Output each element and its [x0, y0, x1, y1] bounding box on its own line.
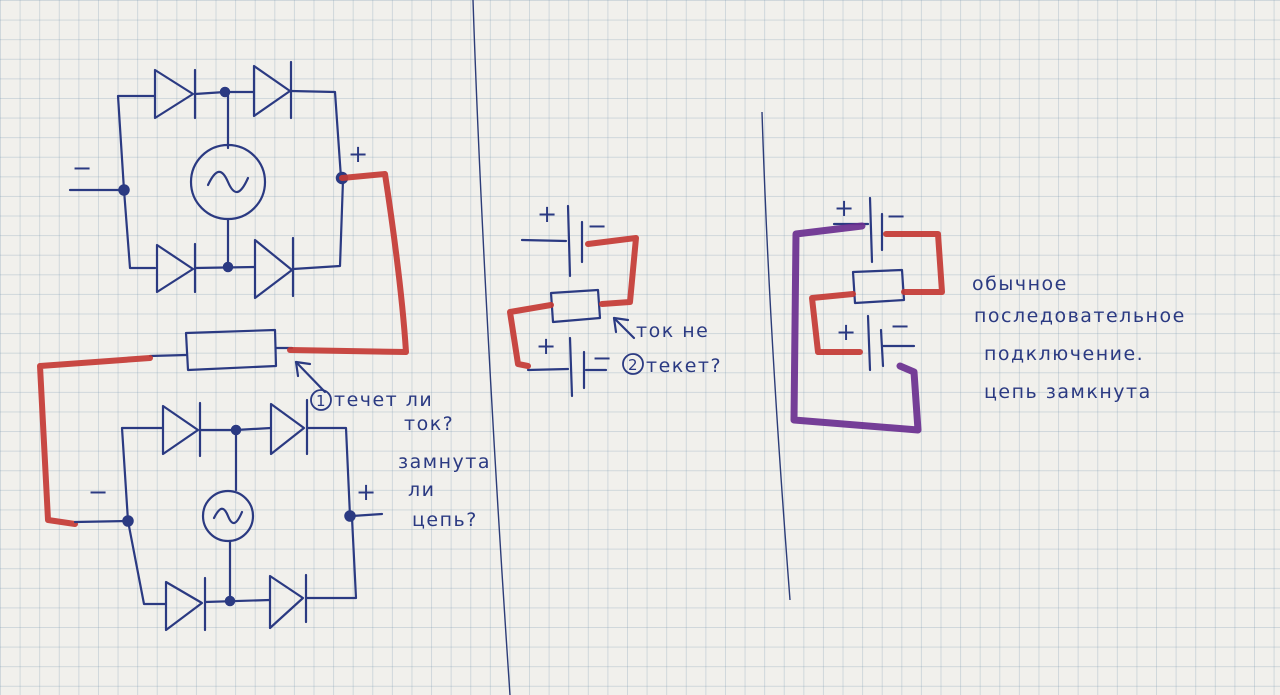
resistor-icon — [549, 288, 602, 324]
diode-icon — [161, 401, 202, 458]
minus-sign: − — [886, 202, 906, 230]
red-wire-left — [287, 171, 409, 355]
note-line-1: обычное — [972, 273, 1068, 295]
plus-sign: + — [356, 478, 376, 506]
plus-sign: + — [537, 200, 557, 228]
plus-sign: + — [536, 332, 556, 360]
question-1-annotation: 1 течет ли ток? замнута ли цепь? — [294, 360, 491, 531]
diode-icon — [269, 398, 309, 456]
ac-source-icon — [201, 489, 255, 543]
question-1-line-3: замнута — [398, 451, 491, 473]
plus-sign: + — [834, 194, 854, 222]
divider-line-right — [761, 111, 791, 601]
minus-sign: − — [587, 212, 607, 240]
red-wire-middle-bottom — [507, 302, 554, 369]
diode-icon — [252, 60, 293, 120]
question-1-number: 1 — [316, 392, 326, 410]
diode-icon — [153, 68, 197, 120]
question-2-annotation: ток не 2 текет? — [612, 316, 722, 377]
diode-icon — [155, 242, 197, 294]
diode-icon — [253, 236, 295, 300]
question-1-line-1: течет ли — [334, 389, 433, 411]
battery-icon — [568, 336, 586, 398]
question-2-number: 2 — [628, 356, 638, 374]
battery-icon — [868, 196, 884, 264]
minus-sign: − — [72, 154, 92, 182]
red-wire-right-top — [883, 231, 945, 295]
ac-source-icon — [189, 143, 267, 221]
question-1-line-2: ток? — [404, 413, 454, 435]
series-connection-note: обычное последовательное подключение. це… — [972, 273, 1186, 403]
note-line-4: цепь замкнута — [984, 381, 1152, 403]
diode-icon — [164, 576, 207, 632]
question-2-line-2: текет? — [646, 355, 722, 377]
question-1-line-5: цепь? — [412, 509, 478, 531]
plus-sign: + — [348, 140, 368, 168]
middle-circuit: + − + − — [520, 200, 612, 398]
question-2-line-1: ток не — [636, 320, 709, 342]
diode-icon — [268, 573, 308, 630]
resistor-icon — [148, 328, 294, 372]
resistor-icon — [851, 268, 906, 305]
minus-sign: − — [88, 478, 108, 506]
top-bridge-rectifier: − + — [68, 60, 368, 300]
question-1-line-4: ли — [408, 479, 436, 501]
note-line-2: последовательное — [974, 305, 1186, 327]
divider-line-left — [472, 0, 511, 695]
purple-wire-right — [790, 222, 922, 434]
bottom-bridge-rectifier: − + — [73, 398, 384, 632]
note-line-3: подключение. — [984, 343, 1144, 365]
red-wire-middle-top — [585, 235, 639, 307]
battery-icon — [566, 204, 584, 278]
plus-sign: + — [836, 318, 856, 346]
minus-sign: − — [592, 344, 612, 372]
red-wire-left-lower — [37, 355, 153, 527]
minus-sign: − — [890, 312, 910, 340]
red-wire-right-bottom — [809, 291, 863, 355]
right-circuit: + − + − — [832, 194, 916, 372]
battery-icon — [866, 314, 885, 372]
